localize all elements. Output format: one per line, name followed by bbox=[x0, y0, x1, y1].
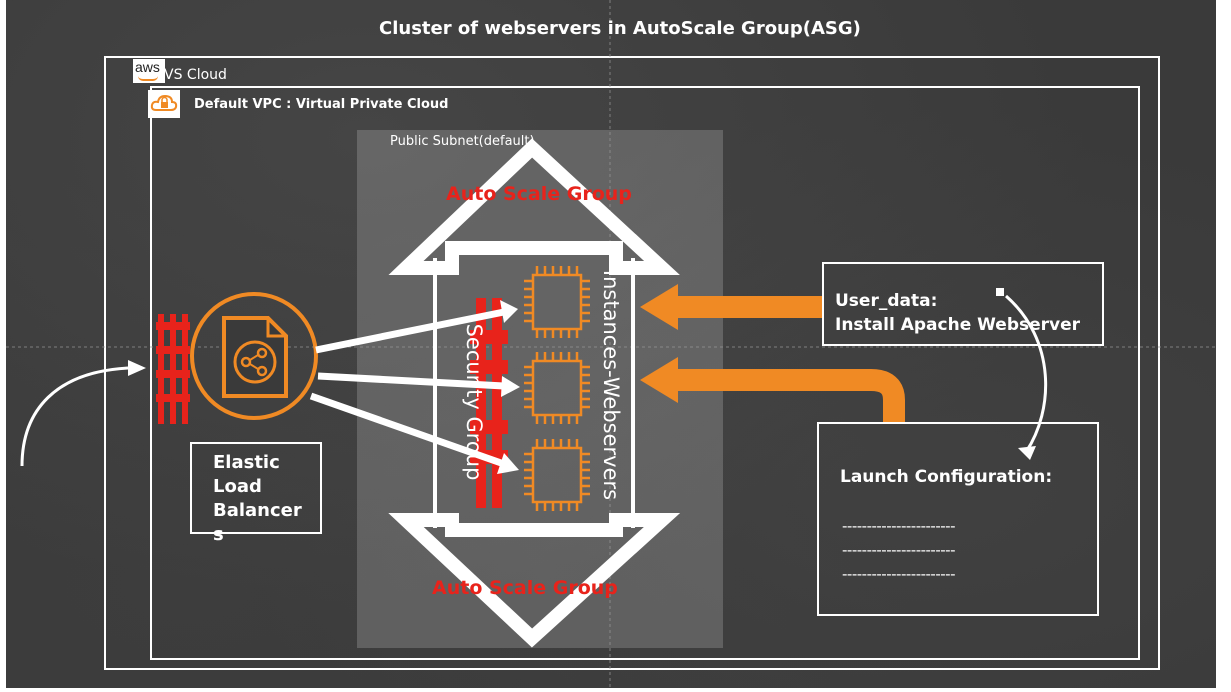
incoming-arrowhead bbox=[128, 360, 146, 376]
vpc-boundary bbox=[150, 86, 1140, 660]
config-link-start bbox=[996, 288, 1004, 296]
security-group-label: Security Group bbox=[462, 323, 486, 481]
elb-label-line-4: s bbox=[213, 524, 224, 545]
incoming-traffic-arrow bbox=[20, 366, 129, 467]
elb-firewall-icon bbox=[156, 314, 190, 424]
aws-cloud-label: VS Cloud bbox=[164, 67, 227, 83]
instances-label: Instances-Webservers bbox=[599, 269, 623, 501]
asg-label-top: Auto Scale Group bbox=[446, 183, 632, 205]
launch-config-title: Launch Configuration: bbox=[840, 467, 1053, 487]
elb-label-box bbox=[190, 442, 322, 534]
subnet-label: Public Subnet(default) bbox=[390, 134, 535, 149]
launch-config-line-3: ----------------------- bbox=[842, 565, 956, 583]
aws-logo: aws bbox=[133, 59, 165, 83]
aws-smile-icon bbox=[138, 76, 158, 81]
diagram-graphics bbox=[6, 0, 1216, 688]
launch-config-line-2: ----------------------- bbox=[842, 541, 956, 559]
ec2-instance-icon-1 bbox=[524, 266, 590, 338]
user-data-title: User_data: bbox=[835, 291, 938, 311]
elb-label-line-3: Balancer bbox=[213, 500, 302, 521]
elb-label-line-2: Load bbox=[213, 476, 262, 497]
aws-logo-text: aws bbox=[135, 59, 160, 75]
aws-cloud-boundary bbox=[104, 56, 1160, 670]
elastic-load-balancer-icon bbox=[190, 292, 318, 420]
launch-config-arrowhead bbox=[640, 357, 678, 403]
asg-down-arrow bbox=[388, 513, 681, 648]
user-data-description: Install Apache Webserver bbox=[835, 315, 1081, 335]
asg-up-arrow bbox=[388, 138, 680, 275]
config-link-arrow bbox=[1005, 294, 1048, 453]
launch-config-box bbox=[817, 422, 1099, 616]
diagram-canvas: Cluster of webservers in AutoScale Group… bbox=[6, 0, 1216, 688]
vpc-label: Default VPC : Virtual Private Cloud bbox=[194, 97, 449, 112]
elb-to-instance-arrows bbox=[309, 300, 520, 474]
elb-label-line-1: Elastic bbox=[213, 452, 280, 473]
config-link-arrowhead bbox=[1018, 446, 1036, 460]
ec2-instance-icon-2 bbox=[524, 352, 590, 424]
asg-label-bottom: Auto Scale Group bbox=[432, 577, 618, 599]
launch-config-arrow bbox=[676, 369, 905, 422]
diagram-title: Cluster of webservers in AutoScale Group… bbox=[379, 18, 861, 39]
ec2-instance-icon-3 bbox=[524, 439, 590, 511]
user-data-box bbox=[822, 262, 1104, 346]
launch-config-line-1: ----------------------- bbox=[842, 517, 956, 535]
user-data-arrow bbox=[640, 284, 822, 330]
vpc-icon bbox=[148, 90, 180, 118]
